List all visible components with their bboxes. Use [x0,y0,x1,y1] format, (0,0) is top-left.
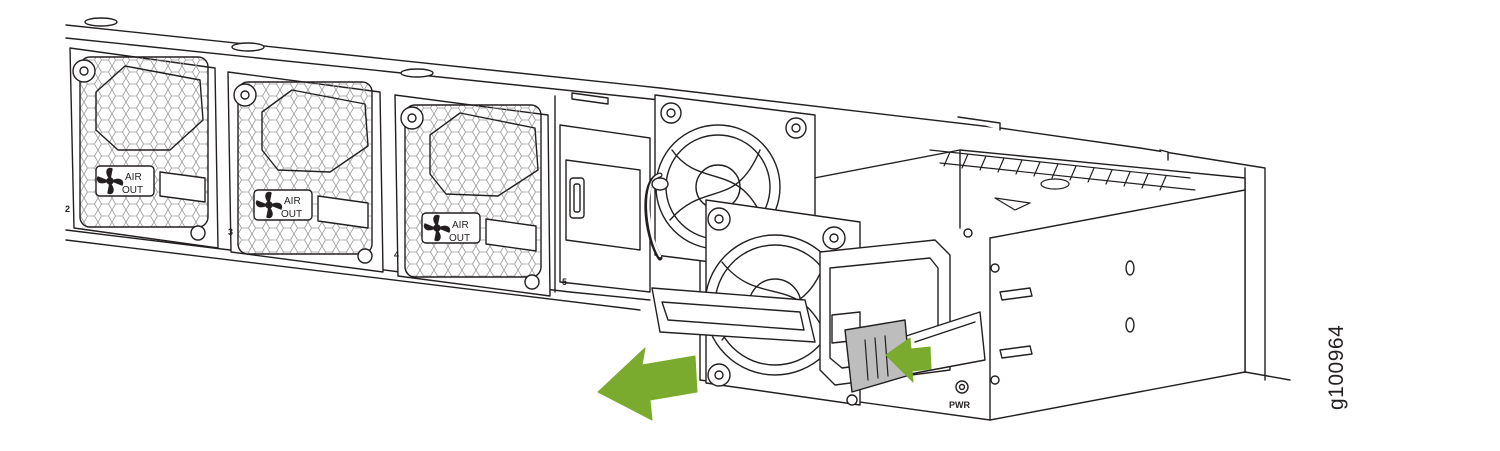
psu-slot-number: 5 [562,277,567,287]
power-supply-module [644,94,1246,421]
psu-bay [559,124,651,293]
air-out-label-line2: OUT [122,185,143,196]
air-out-label-line1: AIR [452,220,469,231]
fan-icon [423,214,451,242]
figure-id: g100964 [1325,324,1348,410]
chassis [65,17,1291,381]
fan-icon [96,167,124,195]
slot-number: 2 [65,204,70,214]
fan-icon [255,191,283,219]
push-latch-arrow-icon [885,337,932,383]
air-out-label-line2: OUT [281,209,302,220]
air-out-label-line1: AIR [125,172,142,183]
fan-module [69,47,219,249]
fan-module [394,94,551,297]
fan-module [227,71,384,273]
removal-arrow-icon [597,347,698,421]
air-out-label-line2: OUT [449,233,470,244]
fan-module-labels: 2 AIR OUT 3 AIR OUT 4 AIR OUT [65,172,470,260]
pwr-led-label: PWR [949,400,970,410]
slot-number: 4 [394,250,399,260]
slot-number: 3 [228,227,233,237]
air-out-label-line1: AIR [284,196,301,207]
